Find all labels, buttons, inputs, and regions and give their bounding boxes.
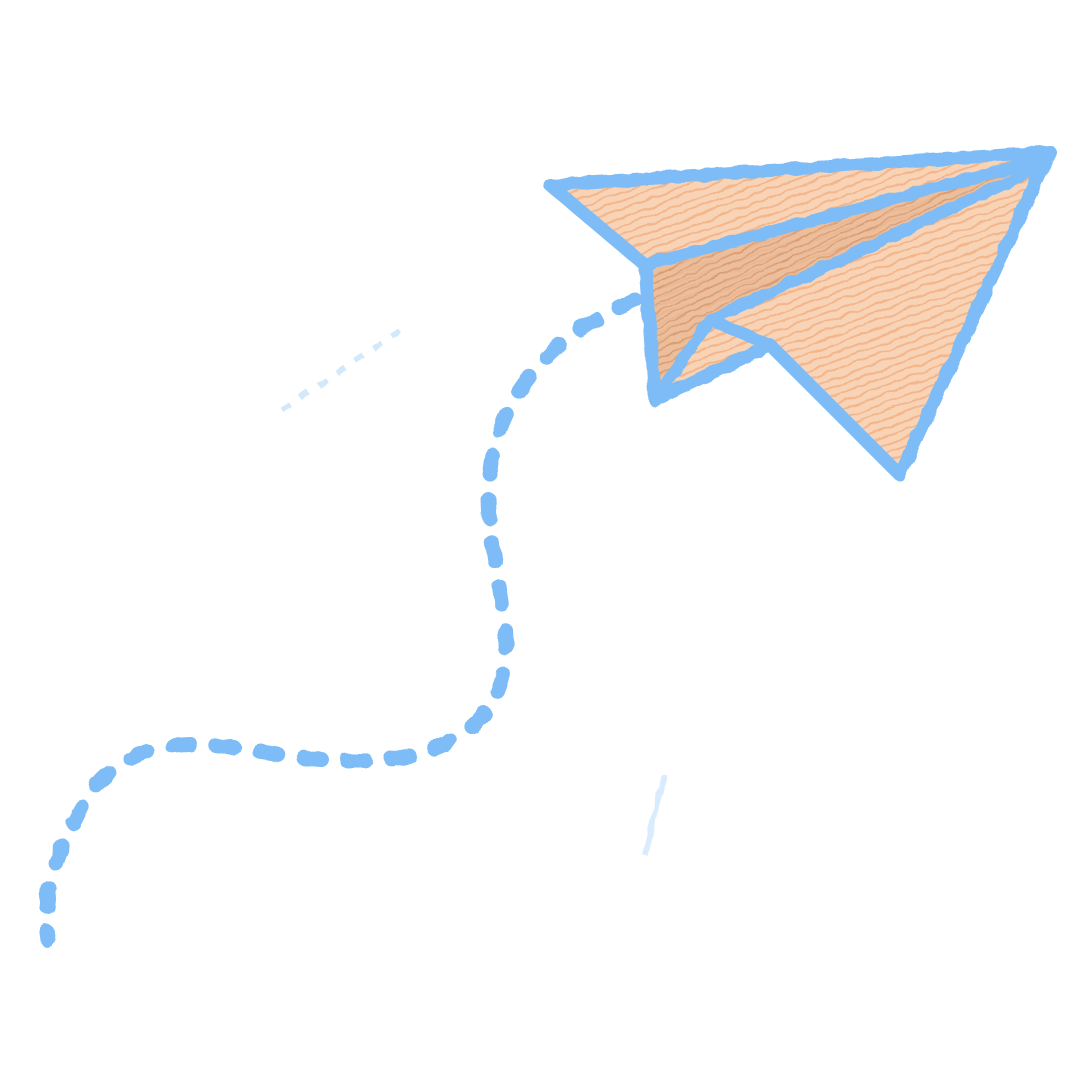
flight-trail <box>38 292 668 948</box>
dashed-flight-path <box>38 292 643 948</box>
plane-fold-line <box>652 314 716 401</box>
faint-trail-stroke <box>642 774 668 856</box>
paper-plane <box>543 145 1057 482</box>
plane-body-fill <box>550 152 1050 475</box>
plane-crease-fill <box>650 165 1040 390</box>
faint-trail-stroke <box>280 327 402 413</box>
plane-fold-line <box>639 154 1046 271</box>
